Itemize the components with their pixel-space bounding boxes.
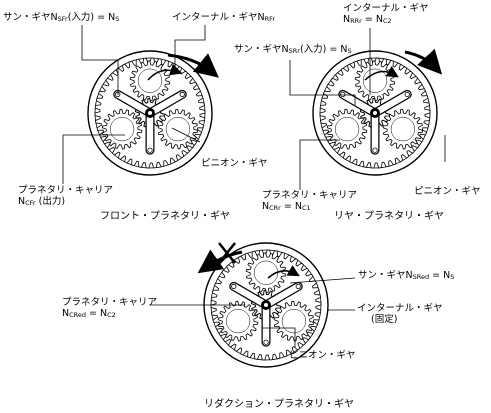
reduction-carrier-pin-1 <box>263 339 269 345</box>
rear-sun-gear-label: サン・ギヤNSRr(入力) = NS <box>234 44 352 55</box>
front-pinion-hub-2 <box>165 117 191 142</box>
reduction-pinion-gear-label: ピニオン・ギヤ <box>289 350 356 361</box>
rear-planetary-gear <box>312 50 438 176</box>
front-pinion-hub-3 <box>109 117 135 142</box>
rear-pinion-hub-2 <box>390 117 416 142</box>
reduction-pinion-hub-2 <box>281 309 307 334</box>
front-caption: フロント・プラネタリ・ギヤ <box>100 211 230 222</box>
reduction-pinion-hub-3 <box>225 309 251 334</box>
rear-pinion-gear-3 <box>326 108 368 150</box>
rear-carrier-pin-3 <box>404 91 410 98</box>
front-ring-rotation-arrow <box>167 53 219 78</box>
front-pinion-hub-1 <box>137 68 163 93</box>
reduction-carrier-pin-2 <box>231 283 237 289</box>
front-pinion-gear-label: ピニオン・ギヤ <box>201 158 268 169</box>
leader-lines <box>62 25 446 348</box>
rear-carrier-pin-1 <box>372 147 378 153</box>
front-pinion-gear-3 <box>101 108 143 150</box>
reduction-sun-gear-label: サン・ギヤNSRed = NS <box>358 270 455 281</box>
rear-pinion-hub-3 <box>334 117 360 142</box>
reduction-pinion-gear-1 <box>245 252 287 294</box>
front-internal-gear-label: インターナル・ギヤNRFr <box>172 12 276 23</box>
front-planetary-gear <box>87 50 213 176</box>
front-sun-gear-label: サン・ギヤNSFr(入力) = NS <box>3 12 120 23</box>
reduction-internal-gear-label: インターナル・ギヤ(固定) <box>357 303 443 325</box>
front-sun-rotation-arrow <box>147 63 183 81</box>
front-carrier-pin-1 <box>147 147 153 153</box>
rear-pinion-gear-2 <box>382 108 424 150</box>
rear-sun-rotation-arrow <box>364 65 399 81</box>
rear-pinion-hub-1 <box>362 68 388 93</box>
rear-caption: リヤ・プラネタリ・ギヤ <box>334 211 444 222</box>
front-pinion-gear-2 <box>157 108 199 150</box>
reduction-caption: リダクション・プラネタリ・ギヤ <box>204 399 354 410</box>
front-carrier-pin-3 <box>179 91 185 98</box>
rear-carrier-pin-2 <box>340 91 346 98</box>
rear-ring-rotation-arrow <box>404 48 443 75</box>
reduction-pinion-gear-3 <box>217 300 259 342</box>
reduction-sun-rotation-arrow <box>267 265 300 279</box>
reduction-pinion-gear-2 <box>273 300 315 342</box>
fixed-cross-icon <box>218 242 236 264</box>
rear-pinion-gear-label: ピニオン・ギヤ <box>414 186 481 197</box>
reduction-carrier-pin-3 <box>295 283 301 289</box>
